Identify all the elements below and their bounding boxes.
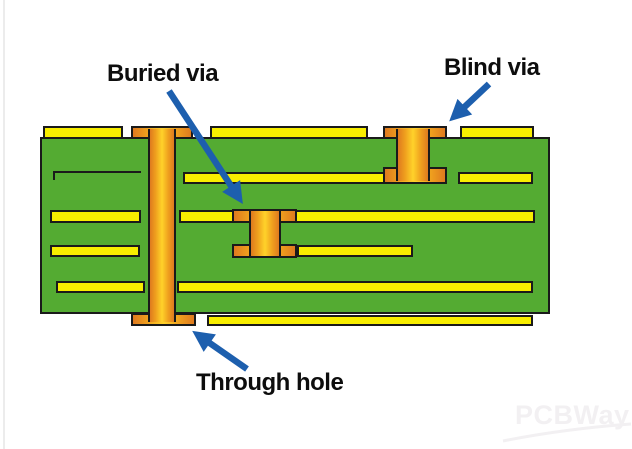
copper-trace-layer4-right [297, 245, 413, 257]
copper-trace-layer5-left [56, 281, 145, 293]
blind-via-arrow-icon [449, 81, 492, 122]
copper-trace-top-left [43, 126, 123, 139]
through-hole-barrel [148, 129, 176, 322]
copper-trace-layer3-left [50, 210, 141, 223]
through-hole-label: Through hole [196, 369, 344, 396]
copper-trace-top-middle [210, 126, 368, 139]
copper-trace-outline-layer2-left [53, 171, 141, 180]
blind-via-label: Blind via [444, 54, 540, 81]
watermark-text: PCBWay [515, 400, 630, 430]
buried-via-barrel [249, 211, 281, 256]
copper-trace-layer5-right [177, 281, 533, 293]
copper-trace-top-right [460, 126, 534, 139]
copper-trace-layer2-middle [183, 172, 396, 184]
copper-trace-bottom [207, 315, 533, 326]
blind-via-barrel [396, 129, 430, 181]
copper-trace-layer2-right [458, 172, 533, 184]
copper-trace-layer4-left [50, 245, 140, 257]
buried-via-label: Buried via [107, 60, 219, 87]
image-edge-artifact [3, 0, 5, 449]
through-hole-arrow-icon [192, 330, 249, 372]
